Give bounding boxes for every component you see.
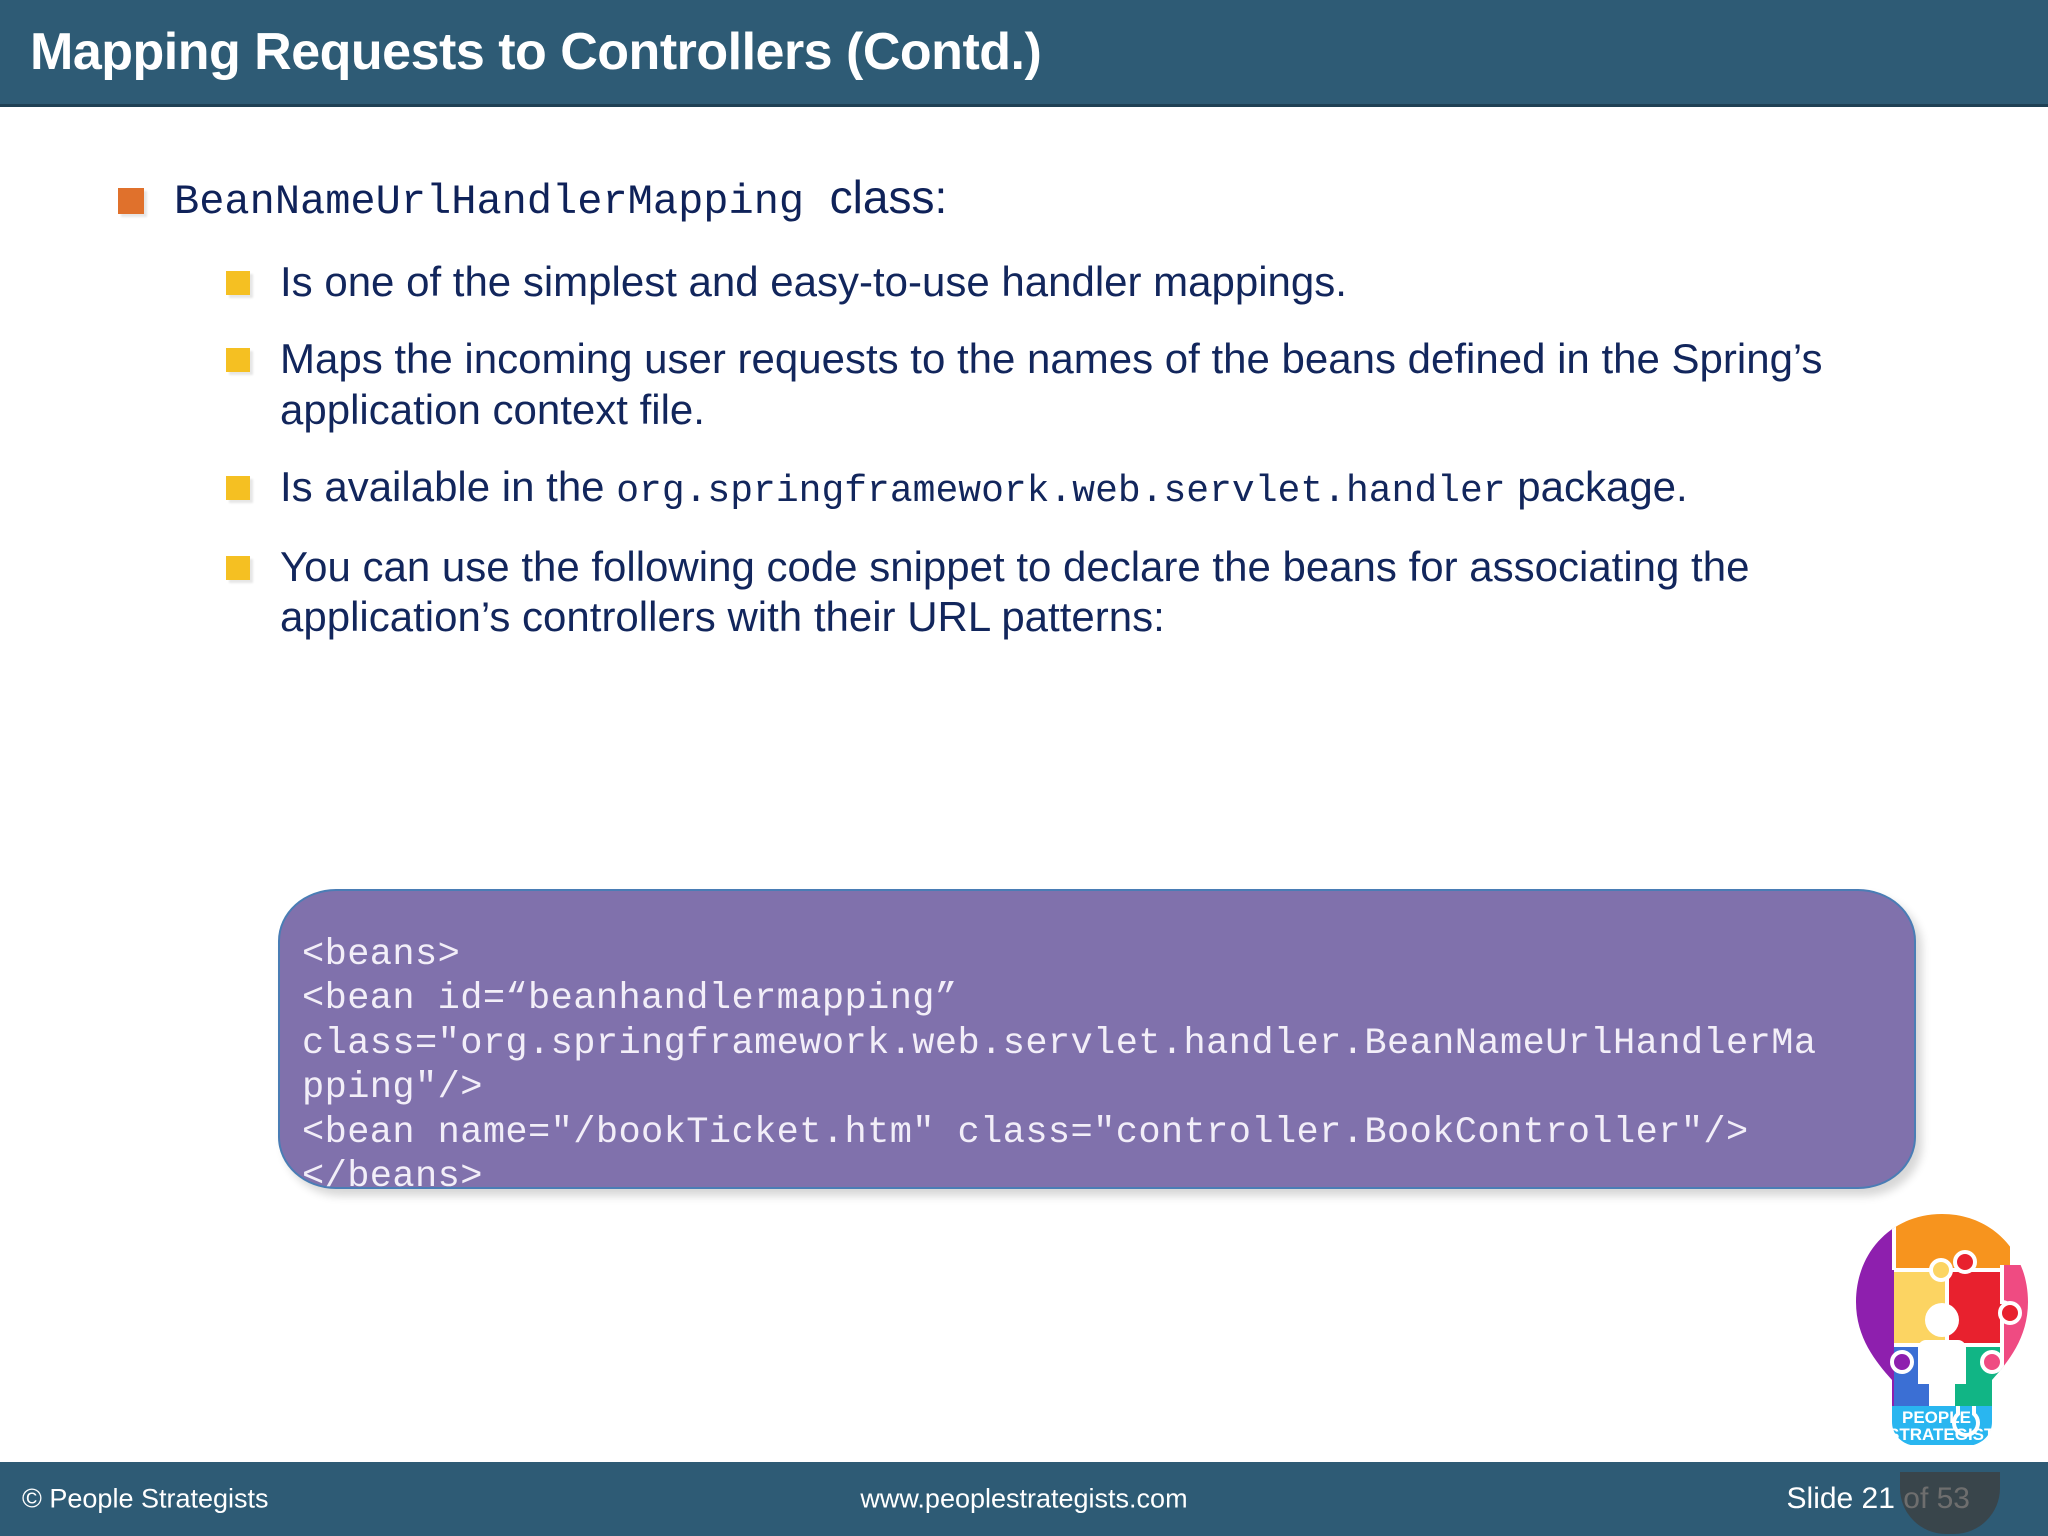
- lead-bullet-text: BeanNameUrlHandlerMapping class:: [174, 172, 947, 225]
- list-item: Is available in the org.springframework.…: [226, 462, 1946, 515]
- sub-bullet-4-seg-text: You can use the following code snippet t…: [280, 542, 1750, 641]
- gold-square-bullet-icon: [226, 271, 250, 295]
- slide-title-bar: Mapping Requests to Controllers (Contd.): [0, 0, 2048, 104]
- sub-bullet-3-seg-code: org.springframework.web.servlet.handler: [616, 470, 1506, 514]
- people-strategists-logo: PEOPLE STRATEGISTS: [1852, 1210, 2032, 1445]
- orange-square-bullet-icon: [118, 188, 144, 214]
- page-title: Mapping Requests to Controllers (Contd.): [30, 23, 1042, 81]
- sub-bullet-3-seg-text-a: Is available in the: [280, 463, 617, 511]
- list-item: Maps the incoming user requests to the n…: [226, 334, 1946, 435]
- slide-footer: © People Strategists www.peoplestrategis…: [0, 1462, 2048, 1536]
- slide-content: BeanNameUrlHandlerMapping class: Is one …: [0, 107, 2048, 1462]
- logo-line-2: STRATEGISTS: [1888, 1425, 2006, 1444]
- sub-bullet-text-3: Is available in the org.springframework.…: [280, 462, 1688, 515]
- gold-square-bullet-icon: [226, 476, 250, 501]
- gold-square-bullet-icon: [226, 555, 250, 580]
- code-snippet-text: <beans> <bean id=“beanhandlermapping” cl…: [302, 934, 1817, 1198]
- footer-website: www.peoplestrategists.com: [860, 1483, 1188, 1514]
- footer-copyright: © People Strategists: [22, 1483, 269, 1514]
- sub-bullet-1-seg-text: Is one of the simplest and easy-to-use h…: [280, 258, 1347, 305]
- list-item: Is one of the simplest and easy-to-use h…: [226, 257, 1946, 307]
- sub-bullet-text-2: Maps the incoming user requests to the n…: [280, 334, 1940, 435]
- logo-bulb-puzzle-icon: PEOPLE STRATEGISTS: [1856, 1214, 2028, 1445]
- sub-bullet-list: Is one of the simplest and easy-to-use h…: [226, 257, 1946, 670]
- sub-bullet-text-1: Is one of the simplest and easy-to-use h…: [280, 257, 1347, 307]
- code-snippet-block: <beans> <bean id=“beanhandlermapping” cl…: [278, 889, 1916, 1198]
- lead-bullet-label: class:: [829, 171, 948, 223]
- sub-bullet-text-4: You can use the following code snippet t…: [280, 542, 1940, 643]
- list-item: You can use the following code snippet t…: [226, 542, 1946, 643]
- logo-line-1: PEOPLE: [1902, 1408, 1971, 1427]
- sub-bullet-3-seg-text-b: package.: [1505, 463, 1688, 511]
- gold-square-bullet-icon: [226, 348, 250, 373]
- title-divider: [0, 104, 2048, 107]
- lead-bullet-item: BeanNameUrlHandlerMapping class:: [118, 172, 947, 225]
- sub-bullet-2-seg-text: Maps the incoming user requests to the n…: [280, 335, 1823, 433]
- lead-bullet-code: BeanNameUrlHandlerMapping: [174, 178, 805, 226]
